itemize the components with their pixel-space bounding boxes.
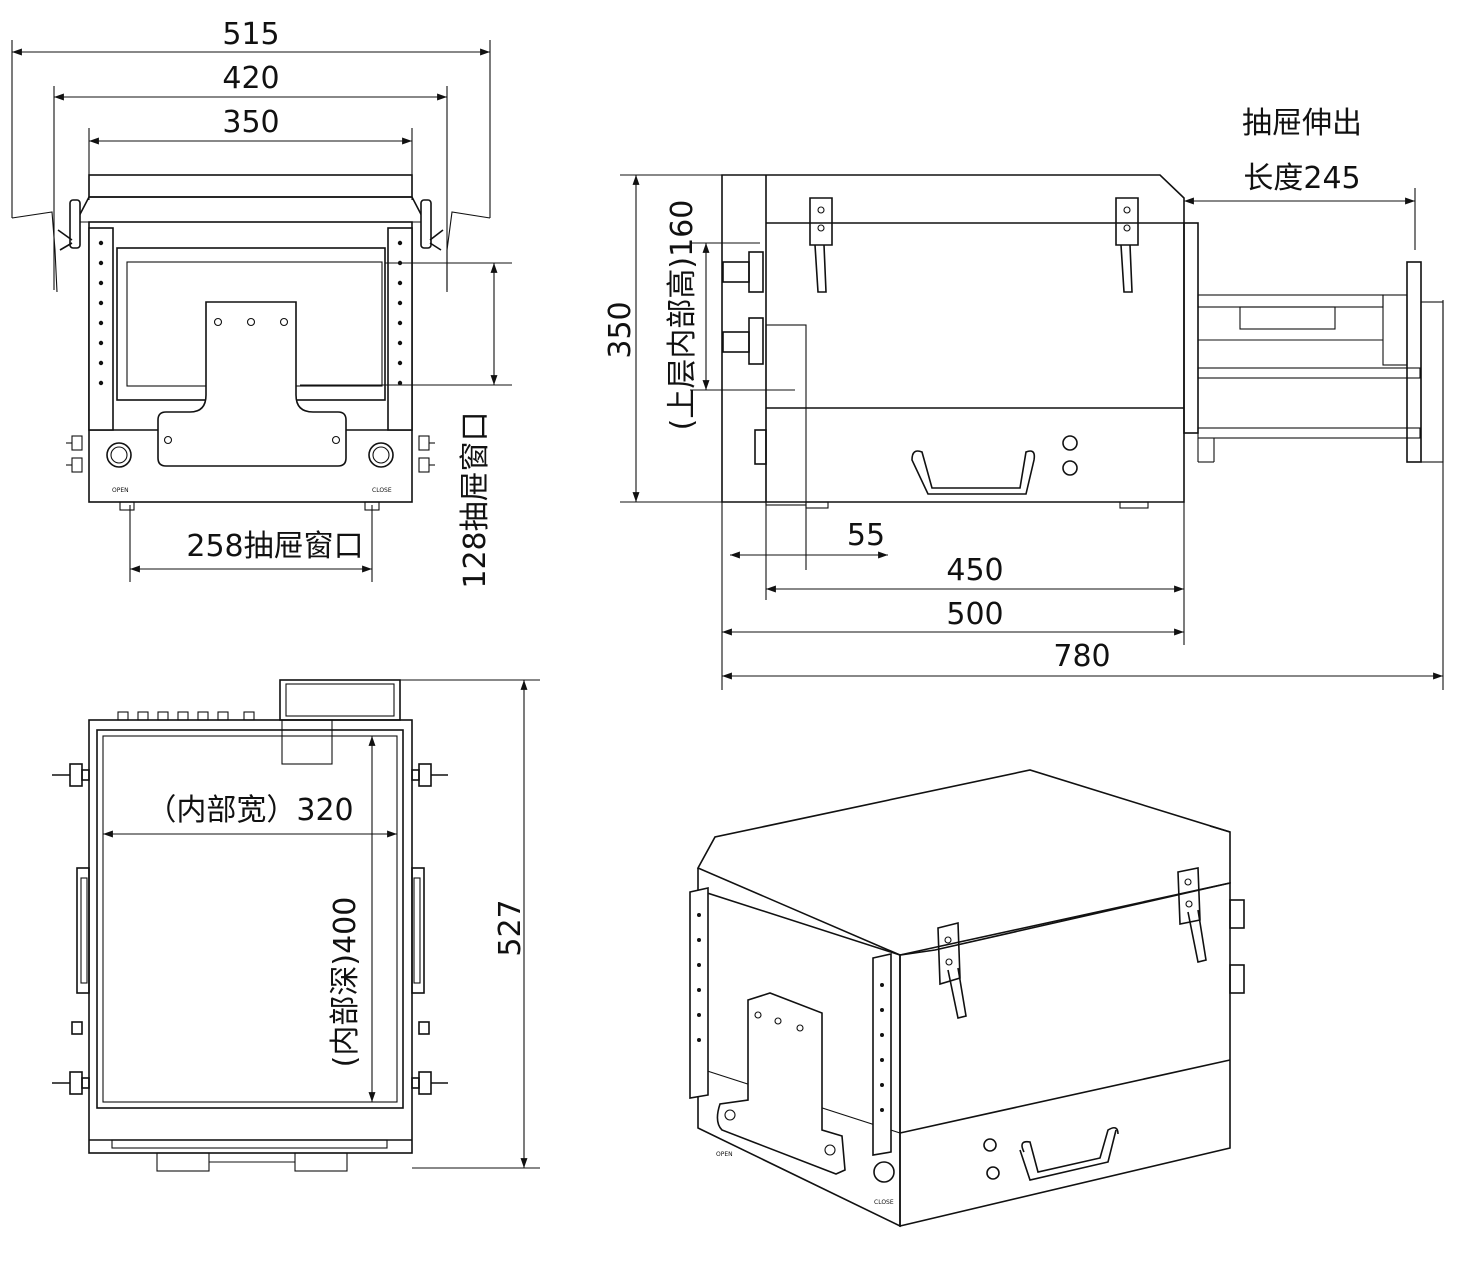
- iso-rail-right: [872, 953, 892, 1156]
- latch-left: [57, 199, 81, 251]
- knob-right: [368, 442, 394, 468]
- dimension-515: 515: [11, 17, 491, 218]
- dim-label-extension-line1: 抽屉伸出: [1242, 106, 1362, 141]
- dimension-drawer-extension: 抽屉伸出 长度245: [1184, 106, 1416, 250]
- dimension-780: 780: [722, 300, 1444, 690]
- dim-label-420: 420: [222, 61, 279, 96]
- dimension-420: 420: [53, 61, 448, 290]
- dim-label-extension-line2: 长度245: [1243, 161, 1360, 196]
- side-view: 抽屉伸出 长度245 350 (上层内部高)160: [603, 106, 1444, 690]
- extended-drawer: [1183, 222, 1444, 463]
- rail-left: [88, 227, 114, 431]
- iso-latch-2: [1177, 867, 1207, 963]
- dim-label-450: 450: [946, 553, 1003, 588]
- iso-body-side: [899, 882, 1231, 1228]
- iso-latch-1: [937, 921, 967, 1019]
- dim-label-527: 527: [493, 899, 528, 956]
- dimension-inner-depth: (内部深)400: [328, 736, 376, 1102]
- dim-label-128: 128抽屉窗口: [458, 411, 493, 588]
- dimension-height-350: 350: [603, 174, 770, 503]
- dim-label-320: （内部宽）320: [146, 793, 353, 828]
- lid: [75, 174, 426, 223]
- dim-label-160: (上层内部高)160: [665, 200, 700, 431]
- front-view: 515 420 350: [11, 17, 512, 589]
- dimension-upper-inner-height: (上层内部高)160: [665, 200, 795, 431]
- dim-label-258: 258抽屉窗口: [186, 529, 363, 564]
- dimension-500: 500: [721, 502, 1184, 690]
- dimension-450: 450: [765, 502, 1185, 645]
- dimension-drawer-window-height: 128抽屉窗口: [300, 262, 512, 589]
- iso-view: OPEN CLOSE: [689, 769, 1245, 1228]
- side-body: [721, 174, 1185, 503]
- dim-label-400: (内部深)400: [328, 897, 363, 1068]
- top-body: [88, 719, 413, 1154]
- dim-label-350-height: 350: [603, 301, 638, 358]
- dimension-350: 350: [88, 105, 413, 200]
- iso-side-handle: [1019, 1126, 1119, 1181]
- side-handle: [911, 450, 1036, 495]
- dimension-drawer-window-width: 258抽屉窗口: [129, 505, 373, 582]
- dim-label-780: 780: [1053, 639, 1110, 674]
- iso-close-label: CLOSE: [874, 1199, 894, 1206]
- dim-label-350: 350: [222, 105, 279, 140]
- dim-label-500: 500: [946, 597, 1003, 632]
- close-label: CLOSE: [372, 487, 392, 494]
- dimension-55: 55: [730, 505, 888, 570]
- open-label: OPEN: [112, 487, 129, 494]
- iso-open-label: OPEN: [716, 1151, 733, 1158]
- rail-right: [387, 227, 413, 431]
- side-latch-2: [1115, 197, 1139, 293]
- top-view: （内部宽）320 (内部深)400 527: [52, 679, 540, 1172]
- iso-rail-left: [689, 887, 709, 1099]
- dimension-527: 527: [400, 679, 540, 1169]
- iso-lid-top: [696, 769, 1231, 956]
- front-handle-plate: [157, 301, 347, 467]
- latch-right: [420, 199, 444, 251]
- side-latch-1: [809, 197, 833, 293]
- dim-label-515: 515: [222, 17, 279, 52]
- dimension-inner-width: （内部宽）320: [103, 793, 397, 838]
- iso-handle-plate: [716, 992, 846, 1175]
- knob-left: [106, 442, 132, 468]
- dim-label-55: 55: [847, 518, 885, 553]
